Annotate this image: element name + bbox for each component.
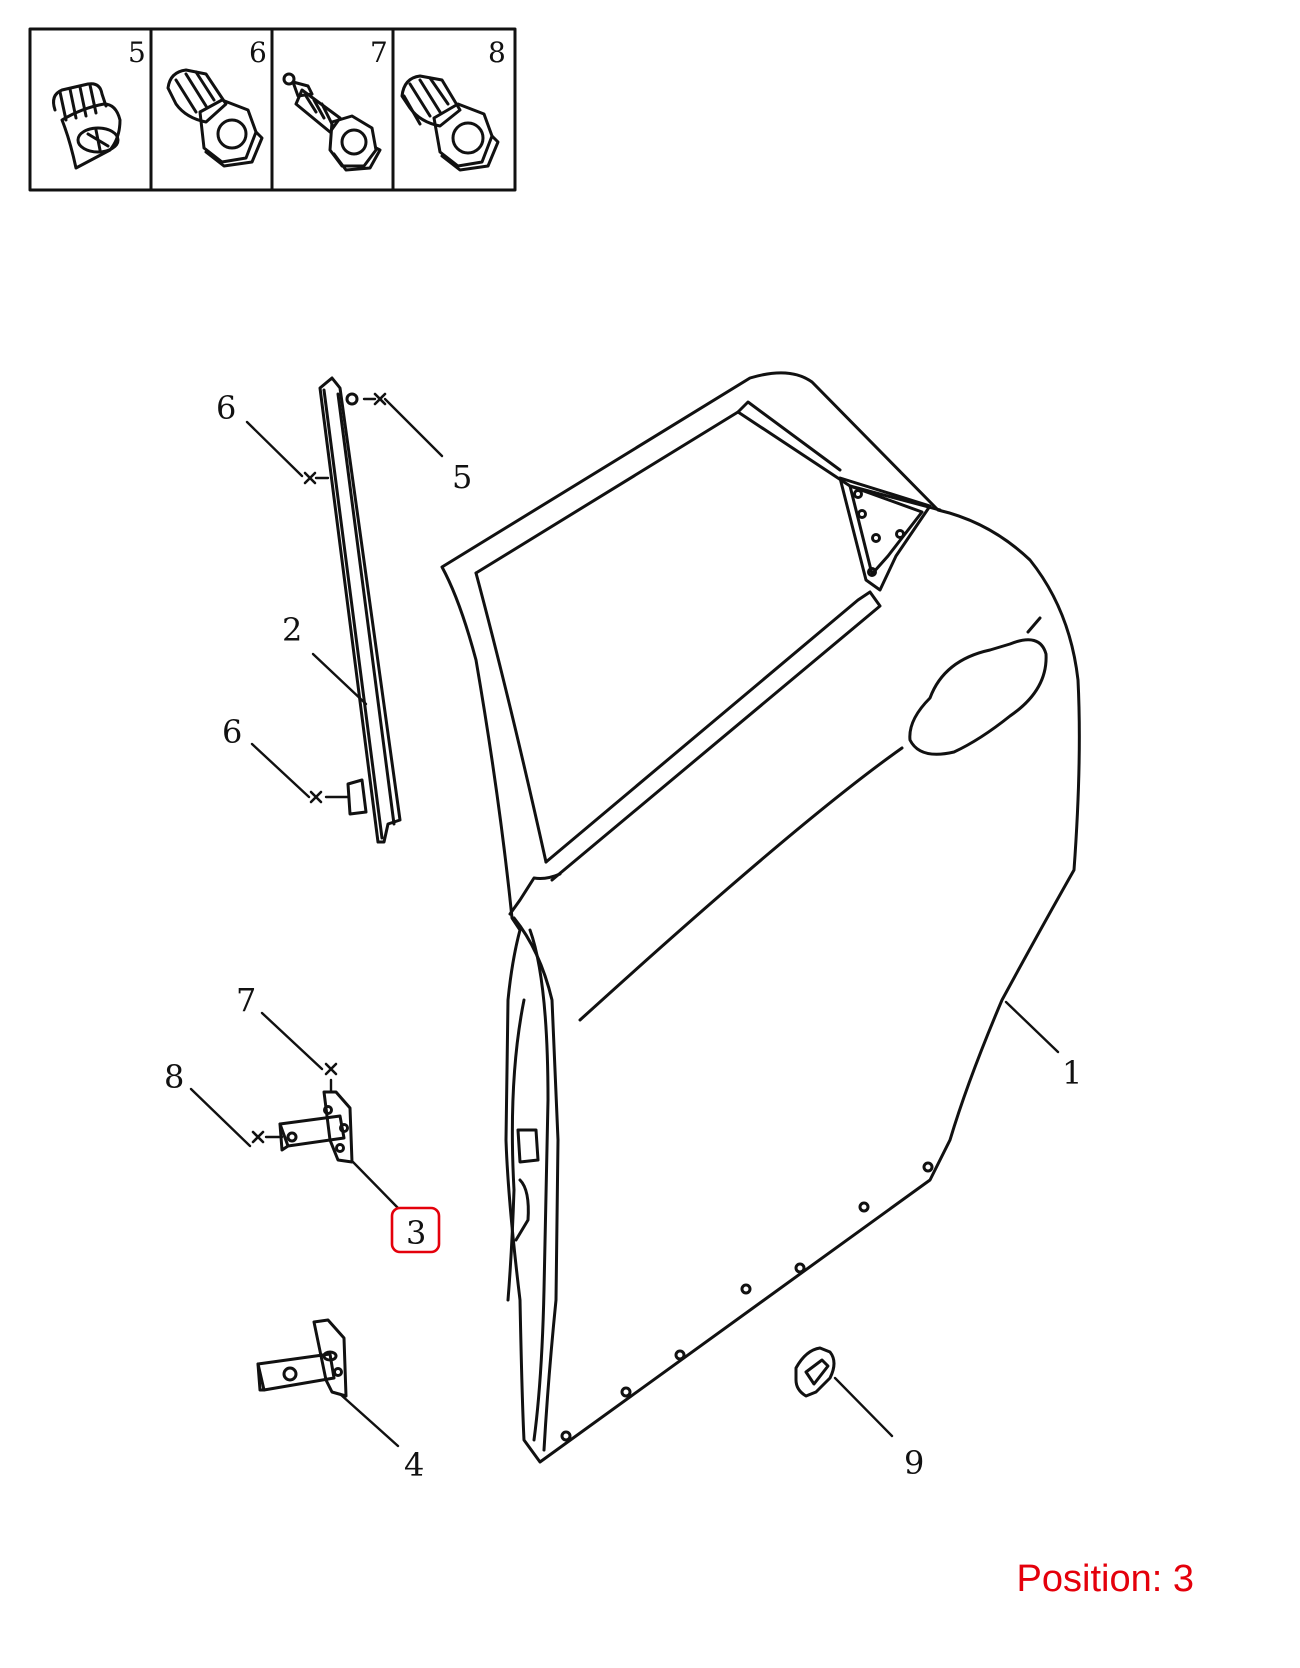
- legend-number-6: 6: [249, 36, 267, 69]
- position-label: Position: 3: [1016, 1558, 1194, 1600]
- callout-numbers: 1 2 3 4 5 6 6 7 8 9: [164, 389, 1082, 1484]
- stud-bolt-icon: [282, 72, 382, 172]
- fastener-markers: [251, 392, 387, 1144]
- callout-upper-hinge[interactable]: 3: [406, 1214, 426, 1252]
- callout-lower-hinge[interactable]: 4: [404, 1446, 424, 1484]
- legend-number-8: 8: [488, 36, 506, 69]
- callout-channel-upper-bolt[interactable]: 6: [216, 389, 236, 427]
- callout-channel-top-screw[interactable]: 5: [452, 458, 472, 496]
- leader-lines: [189, 397, 1060, 1448]
- legend-number-7: 7: [370, 36, 388, 69]
- door-plug: [794, 1346, 836, 1398]
- upper-hinge: [278, 1090, 354, 1164]
- window-channel: [318, 376, 402, 844]
- flange-bolt-icon: [166, 68, 264, 168]
- selected-callout-highlight: [390, 1206, 441, 1254]
- countersunk-screw-icon: [52, 82, 122, 170]
- legend-numbers: 5 6 7 8: [128, 36, 506, 69]
- lower-hinge: [256, 1318, 348, 1398]
- callout-hinge-stud-bolt[interactable]: 7: [236, 981, 256, 1019]
- hex-flange-bolt-icon: [400, 74, 500, 172]
- callout-hinge-flange-bolt[interactable]: 8: [164, 1058, 184, 1096]
- fastener-legend: [28, 27, 517, 192]
- callout-window-channel[interactable]: 2: [282, 611, 302, 649]
- door-shell: [440, 371, 1081, 1464]
- callout-door-plug[interactable]: 9: [904, 1444, 924, 1482]
- callout-channel-lower-bolt[interactable]: 6: [222, 713, 242, 751]
- callout-door-shell[interactable]: 1: [1062, 1054, 1082, 1092]
- legend-number-5: 5: [128, 36, 146, 69]
